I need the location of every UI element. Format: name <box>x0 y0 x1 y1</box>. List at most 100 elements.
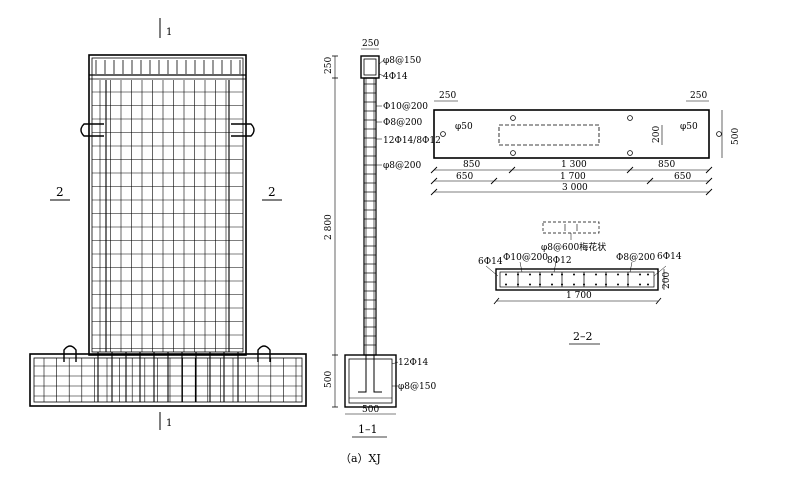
rebar-dot <box>627 283 629 286</box>
dim-tick <box>646 177 654 185</box>
callout-top-bars: 4Φ14 <box>383 72 408 82</box>
rebar-dot <box>539 273 541 276</box>
section-1-1: 250 250 2 800 500 500 φ8@150 4Φ14 Φ10@20… <box>324 39 441 438</box>
callout-horizontal: Φ10@200 <box>503 253 548 263</box>
section-mark-right: 2 <box>268 185 276 199</box>
dim-top-left: 250 <box>439 91 456 101</box>
section-2-2-stirrup <box>499 271 655 288</box>
dim-total: 3 000 <box>562 183 588 193</box>
dim-row1-mid: 1 300 <box>561 160 587 170</box>
dim-tick <box>508 166 516 174</box>
dim-row1-left: 850 <box>463 160 480 170</box>
lifting-hook-right <box>231 123 255 137</box>
base-stirrup <box>348 358 393 404</box>
rebar-dot <box>605 283 607 286</box>
hole <box>627 150 633 156</box>
leader-line <box>485 265 499 277</box>
elevation-view: 1 1 2 2 <box>29 18 307 430</box>
section-2-2-cells <box>505 272 649 287</box>
rebar-dot <box>595 273 597 276</box>
rebar-dot <box>551 283 553 286</box>
dim-top-width: 250 <box>362 39 379 49</box>
leader-line <box>653 265 667 277</box>
dim-tick <box>430 177 438 185</box>
rebar-dot <box>551 273 553 276</box>
wall-stirrups <box>364 83 376 346</box>
section-mark-left: 2 <box>56 185 64 199</box>
rebar-dot <box>573 283 575 286</box>
dim-tick <box>705 177 713 185</box>
top-head-stirrup <box>363 58 377 76</box>
dim-top-right: 250 <box>690 91 707 101</box>
dim-base-height: 500 <box>324 371 334 388</box>
section-2-2: φ8@600梅花状 6Φ14 Φ10@200 8Φ12 Φ8@200 6Φ14 … <box>478 221 682 345</box>
dim-row2-mid: 1 700 <box>560 172 586 182</box>
dim-base-width: 500 <box>362 405 379 415</box>
dim-tick <box>490 177 498 185</box>
hole <box>440 131 446 137</box>
hole <box>627 115 633 121</box>
dim-wall-height: 2 800 <box>324 214 334 240</box>
dim-tick <box>626 166 634 174</box>
rebar-dot <box>639 283 641 286</box>
section-mark-top: 1 <box>166 27 172 38</box>
rebar-dot <box>583 283 585 286</box>
rebar-dot <box>529 273 531 276</box>
figure-caption: （a）XJ <box>340 452 381 465</box>
wall-outline <box>88 54 247 356</box>
lifting-hook-left <box>80 123 104 137</box>
base-hook-right <box>257 345 271 362</box>
hole-label-right: φ50 <box>680 122 698 132</box>
hole <box>510 150 516 156</box>
rebar-dot <box>647 283 649 286</box>
leader-line <box>629 261 633 273</box>
leader-line <box>519 261 523 273</box>
plan-view: φ50 φ50 250 250 200 500 850 1 300 850 65… <box>430 91 741 196</box>
anchor-bar <box>358 355 367 393</box>
section-mark-bottom: 1 <box>166 418 172 429</box>
top-cap-stirrups <box>95 60 241 74</box>
rebar-dot <box>573 273 575 276</box>
hole <box>716 131 722 137</box>
rebar-dot <box>561 273 563 276</box>
rebar-dot <box>517 283 519 286</box>
dim-right-height: 500 <box>731 128 741 145</box>
callout-base-stirrup: φ8@150 <box>398 382 436 392</box>
rebar-dot <box>505 283 507 286</box>
leader-line <box>553 261 557 273</box>
callout-ties: φ8@600梅花状 <box>541 241 606 253</box>
callout-vertical: 8Φ12 <box>547 256 572 266</box>
dim-inner-height: 200 <box>652 126 662 143</box>
plan-outline <box>433 109 710 159</box>
section-2-2-body <box>495 268 659 291</box>
rebar-dot <box>627 273 629 276</box>
callout-horizontal-bars: Φ10@200 <box>383 102 428 112</box>
dim-tick <box>705 188 713 196</box>
dim-tick <box>430 166 438 174</box>
section-1-1-label: 1–1 <box>358 423 378 436</box>
dim-tick <box>493 297 500 305</box>
callout-group: φ8@150 4Φ14 Φ10@200 Φ8@200 12Φ14/8Φ12 φ8… <box>376 56 441 392</box>
callout-main-bars: 12Φ14/8Φ12 <box>383 136 441 146</box>
callout-vertical-bars: Φ8@200 <box>383 118 423 128</box>
callout-wall-stirrup: φ8@200 <box>383 161 421 171</box>
dim-row2-right: 650 <box>674 172 691 182</box>
callout-right-bars: 6Φ14 <box>657 252 682 262</box>
dim-width: 1 700 <box>566 291 592 301</box>
tie-detail <box>542 221 600 234</box>
callout-left-bars: 6Φ14 <box>478 257 503 267</box>
base-hook-left <box>63 345 77 362</box>
anchor-bar <box>373 355 382 393</box>
rebar-dot <box>583 273 585 276</box>
hole-label-left: φ50 <box>455 122 473 132</box>
rebar-dot <box>639 273 641 276</box>
rebar-dot <box>539 283 541 286</box>
rebar-dot <box>517 273 519 276</box>
section-2-2-label: 2–2 <box>573 330 593 343</box>
rebar-dot <box>561 283 563 286</box>
dim-height: 200 <box>662 272 672 289</box>
dim-row1-right: 850 <box>658 160 675 170</box>
rebar-dot <box>605 273 607 276</box>
dim-tick <box>430 188 438 196</box>
